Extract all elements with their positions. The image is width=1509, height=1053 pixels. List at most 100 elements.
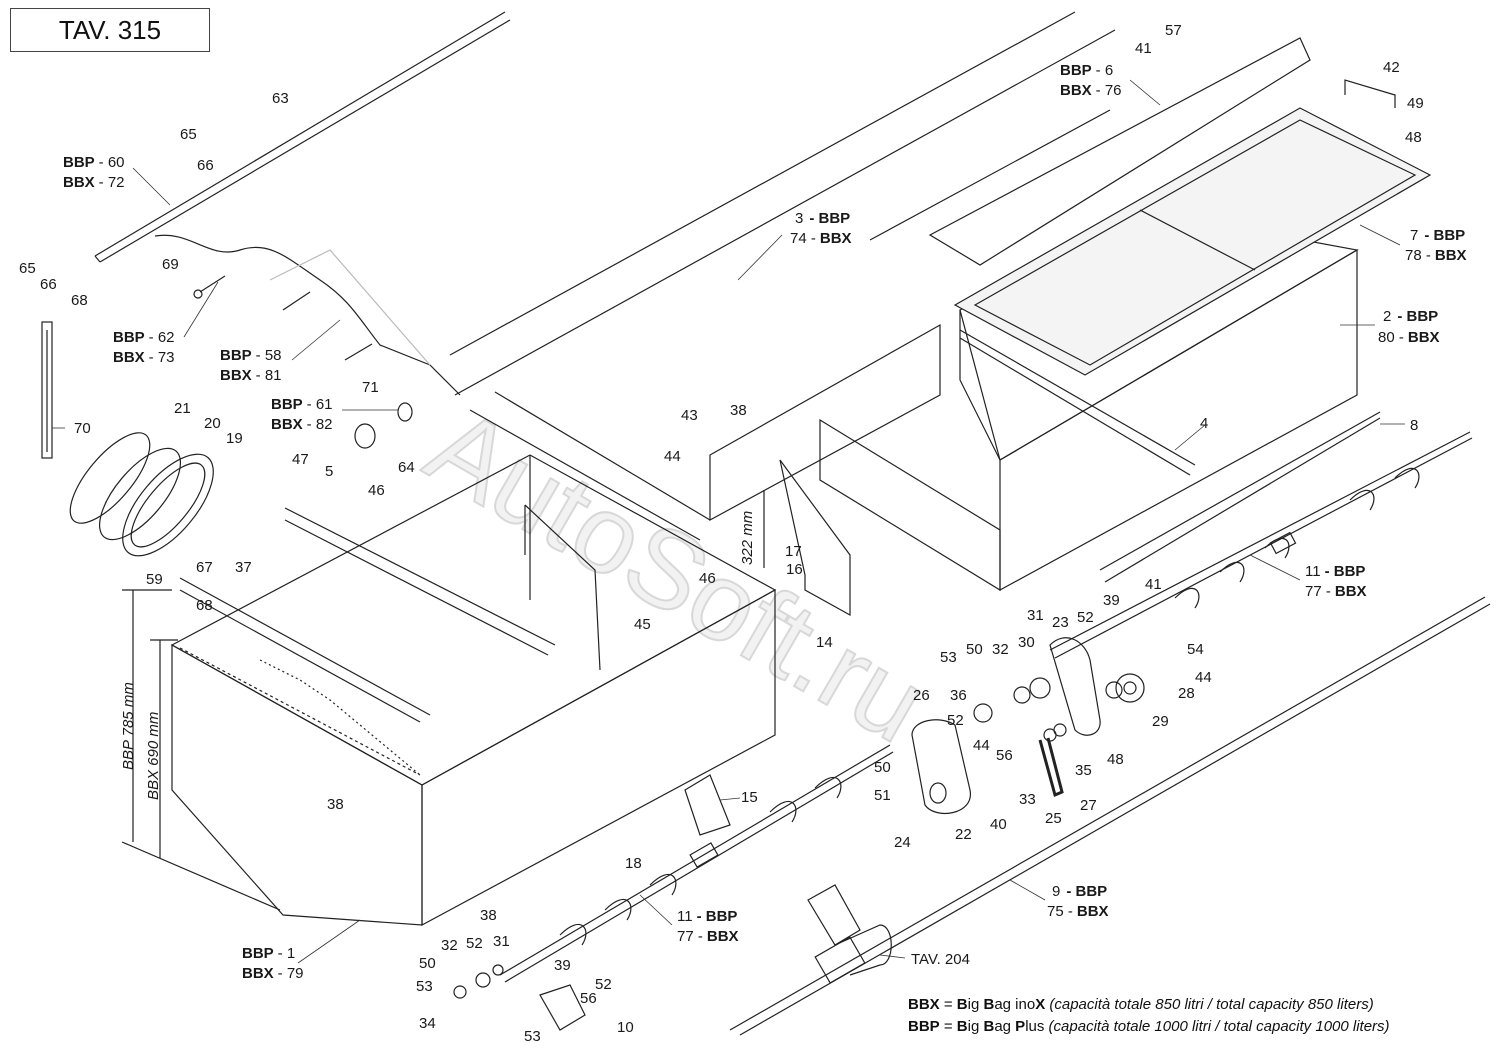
callout: 19 xyxy=(226,430,243,447)
lid-bracket xyxy=(869,37,1311,266)
callout: 45 xyxy=(634,616,651,633)
upper-long-beam xyxy=(449,11,1116,396)
callout: 49 xyxy=(1407,95,1424,112)
callout: 37 xyxy=(235,559,252,576)
angle-bar xyxy=(959,329,1196,476)
svg-text:3- BBP: 3- BBP xyxy=(795,210,850,227)
variant-labels: BBP- 60 BBX- 72 BBP- 62 BBX- 73 BBP- 58 … xyxy=(63,62,1467,982)
callout: 53 xyxy=(940,649,957,666)
svg-text:BBP- 61: BBP- 61 xyxy=(271,396,333,413)
svg-text:80 -BBX: 80 -BBX xyxy=(1378,329,1440,346)
callout: 39 xyxy=(554,957,571,974)
callout: 27 xyxy=(1080,797,1097,814)
svg-text:BBX- 72: BBX- 72 xyxy=(63,174,125,191)
spacer-strip xyxy=(41,321,53,459)
svg-text:75 -BBX: 75 -BBX xyxy=(1047,903,1109,920)
callout: 50 xyxy=(966,641,983,658)
rods xyxy=(193,275,373,361)
svg-text:BBP- 1: BBP- 1 xyxy=(242,945,295,962)
callout: 18 xyxy=(625,855,642,872)
svg-text:77 -BBX: 77 -BBX xyxy=(1305,583,1367,600)
callout: 34 xyxy=(419,1015,436,1032)
svg-text:74 -BBX: 74 -BBX xyxy=(790,230,852,247)
callout: 53 xyxy=(416,978,433,995)
variant-legend: BBX = Big Bag inoX (capacità totale 850 … xyxy=(908,994,1390,1038)
drive-chain xyxy=(1038,737,1064,798)
lid-panel xyxy=(953,107,1432,376)
svg-text:BBP- 6: BBP- 6 xyxy=(1060,62,1113,79)
svg-text:9- BBP: 9- BBP xyxy=(1052,883,1107,900)
lower-auger xyxy=(499,744,894,983)
callout: 51 xyxy=(874,787,891,804)
callout: 32 xyxy=(441,937,458,954)
callout: 31 xyxy=(1027,607,1044,624)
upper-auger xyxy=(1049,431,1473,659)
callout: 66 xyxy=(40,276,57,293)
callout: 20 xyxy=(204,415,221,432)
callout: 52 xyxy=(466,935,483,952)
callout: 47 xyxy=(292,451,309,468)
callout: 50 xyxy=(419,955,436,972)
bracket-14 xyxy=(779,459,851,617)
callout: 39 xyxy=(1103,592,1120,609)
svg-text:BBP- 58: BBP- 58 xyxy=(220,347,282,364)
callout: 36 xyxy=(950,687,967,704)
callout: 29 xyxy=(1152,713,1169,730)
callout: 67 xyxy=(196,559,213,576)
callout: 32 xyxy=(992,641,1009,658)
svg-text:BBX- 79: BBX- 79 xyxy=(242,965,304,982)
sprocket-plate xyxy=(973,637,1145,742)
top-rail xyxy=(94,11,511,263)
callout: 15 xyxy=(741,789,758,806)
callout: 44 xyxy=(973,737,990,754)
cover-sheet xyxy=(154,234,461,396)
callout: 64 xyxy=(398,459,415,476)
callout: 10 xyxy=(617,1019,634,1036)
callout: 22 xyxy=(955,826,972,843)
callout-labels: 63 65 66 65 66 68 69 70 21 20 19 71 64 4… xyxy=(19,22,1424,1045)
table-number: TAV. 315 xyxy=(58,14,162,45)
callout: 40 xyxy=(990,816,1007,833)
callout: 8 xyxy=(1410,417,1418,434)
callout: 21 xyxy=(174,400,191,417)
svg-text:77 -BBX: 77 -BBX xyxy=(677,928,739,945)
callout: 30 xyxy=(1018,634,1035,651)
leader-lines xyxy=(52,79,1405,964)
callout: 66 xyxy=(197,157,214,174)
callout: 33 xyxy=(1019,791,1036,808)
svg-text:BBX- 76: BBX- 76 xyxy=(1060,82,1122,99)
dim-slot: 322 mm xyxy=(739,511,756,565)
callout: 26 xyxy=(913,687,930,704)
bracket-15 xyxy=(684,774,731,836)
callout: 56 xyxy=(580,990,597,1007)
callout: 28 xyxy=(1178,685,1195,702)
callout: 59 xyxy=(146,571,163,588)
callout: 17 xyxy=(785,543,802,560)
callout: 65 xyxy=(19,260,36,277)
gearmotor xyxy=(807,884,892,984)
callout: 56 xyxy=(996,747,1013,764)
svg-text:11- BBP: 11- BBP xyxy=(1305,563,1365,580)
callout: 68 xyxy=(71,292,88,309)
callout: 48 xyxy=(1107,751,1124,768)
svg-text:BBP- 60: BBP- 60 xyxy=(63,154,125,171)
svg-text:BBX- 81: BBX- 81 xyxy=(220,367,282,384)
callout: 42 xyxy=(1383,59,1400,76)
svg-text:BBP- 62: BBP- 62 xyxy=(113,329,175,346)
callout: 63 xyxy=(272,90,289,107)
dim-bbx-height: BBX 690 mm xyxy=(145,712,162,800)
end-hardware xyxy=(453,964,504,999)
callout: 24 xyxy=(894,834,911,851)
callout: 38 xyxy=(327,796,344,813)
chain-guard xyxy=(911,719,971,814)
callout: 38 xyxy=(730,402,747,419)
callout: 14 xyxy=(816,634,833,651)
svg-text:BBX- 82: BBX- 82 xyxy=(271,416,333,433)
watermark: AutoSoft.ru xyxy=(408,384,946,766)
callout: 25 xyxy=(1045,810,1062,827)
callout: 41 xyxy=(1145,576,1162,593)
callout: 68 xyxy=(196,597,213,614)
callout: 48 xyxy=(1405,129,1422,146)
callout: 4 xyxy=(1200,415,1208,432)
